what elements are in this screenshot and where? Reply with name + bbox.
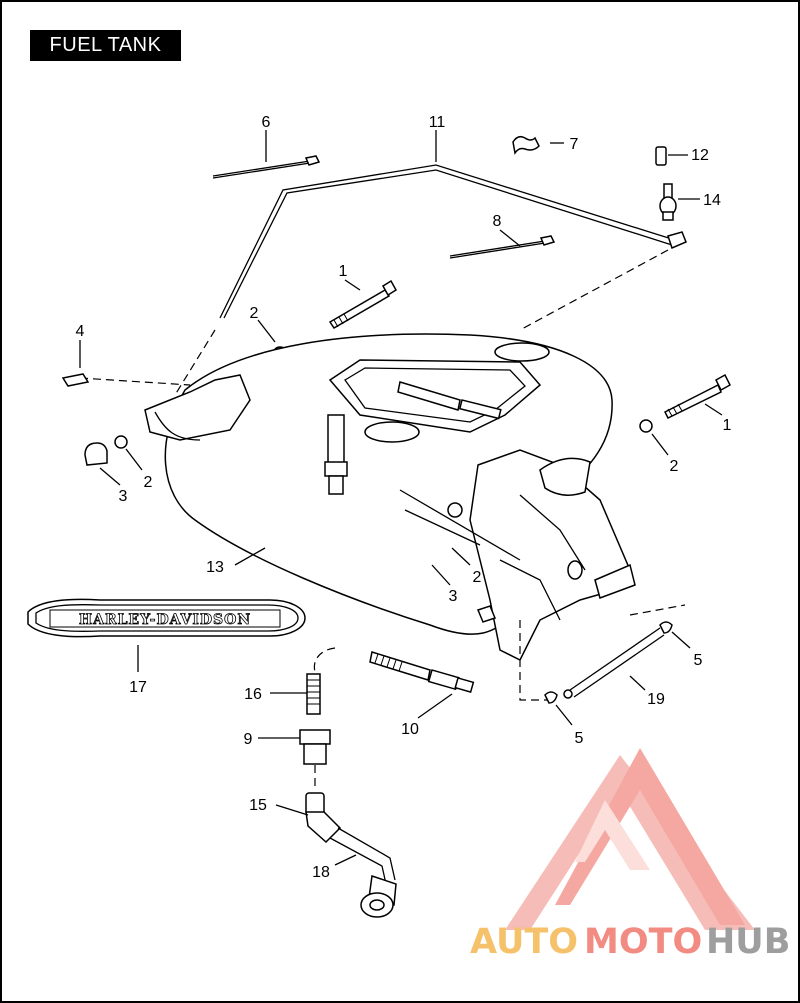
callout-12: 12 xyxy=(691,147,709,164)
callout-1-right: 1 xyxy=(723,417,732,434)
callout-6: 6 xyxy=(262,114,271,131)
callouts: 6 11 7 12 14 8 1 2 4 1 2 2 3 13 2 3 5 17… xyxy=(76,114,732,881)
callout-17: 17 xyxy=(129,679,147,696)
watermark-text-auto: AUTO xyxy=(470,922,578,962)
clip-7 xyxy=(512,135,540,155)
callout-13: 13 xyxy=(206,559,224,576)
watermark-logo xyxy=(505,748,755,930)
clip-nut-4 xyxy=(61,373,90,387)
cable-strap-6 xyxy=(212,155,321,179)
callout-2-right: 2 xyxy=(670,458,679,475)
callout-10: 10 xyxy=(401,721,419,738)
hose-clamp-5a xyxy=(659,621,673,634)
callout-1-top: 1 xyxy=(339,263,348,280)
callout-4: 4 xyxy=(76,323,85,340)
callout-7: 7 xyxy=(570,136,579,153)
pin-12 xyxy=(655,146,667,166)
callout-18: 18 xyxy=(312,864,330,881)
cable-strap-8 xyxy=(449,235,556,259)
callout-2-center: 2 xyxy=(473,569,482,586)
callout-16: 16 xyxy=(244,686,262,703)
callout-15: 15 xyxy=(249,797,267,814)
callout-3-center: 3 xyxy=(449,588,458,605)
fuel-line-10 xyxy=(369,651,475,693)
callout-5-right: 5 xyxy=(694,652,703,669)
callout-11: 11 xyxy=(429,114,446,131)
fuel-tank-13 xyxy=(144,333,636,662)
hose-19 xyxy=(563,627,665,699)
hose-clamp-5b xyxy=(544,691,558,704)
callout-9: 9 xyxy=(244,731,253,748)
bolt-1-top xyxy=(328,279,398,330)
crossover-hose xyxy=(79,164,687,396)
callout-5-bottom: 5 xyxy=(575,730,584,747)
emblem-17: HARLEY-DAVIDSON xyxy=(27,598,306,638)
diagram-title: FUEL TANK xyxy=(30,30,181,61)
fitting-14 xyxy=(659,183,677,221)
callout-2-left: 2 xyxy=(144,474,153,491)
washer-2c xyxy=(639,419,653,433)
callout-14: 14 xyxy=(703,192,721,209)
acorn-nut-3a xyxy=(84,442,108,466)
washer-2b xyxy=(114,435,128,449)
watermark-text-moto: MOTO xyxy=(584,922,702,962)
leader-lines xyxy=(79,130,723,866)
watermark-text-hub: HUB xyxy=(706,922,790,962)
callout-3-left: 3 xyxy=(119,488,128,505)
hose-18 xyxy=(329,827,397,918)
fitting-16 xyxy=(306,647,336,715)
callout-19: 19 xyxy=(647,691,665,708)
watermark-text: AUTO MOTO HUB xyxy=(470,922,790,962)
callout-2-top: 2 xyxy=(250,305,259,322)
emblem-text: HARLEY-DAVIDSON xyxy=(79,612,251,628)
bolt-1-right xyxy=(663,373,731,420)
petcock-9 xyxy=(299,729,331,790)
callout-8: 8 xyxy=(493,213,502,230)
elbow-15 xyxy=(305,792,342,844)
